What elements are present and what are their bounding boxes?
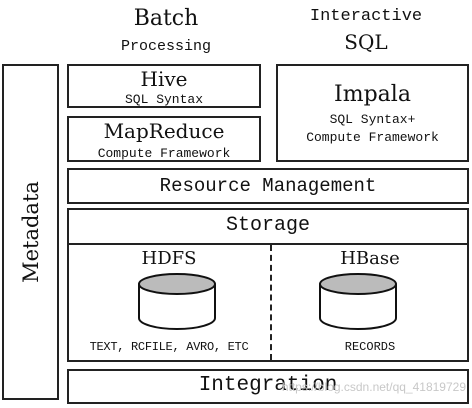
batch-header-subtitle: Processing bbox=[120, 38, 211, 55]
hdfs-database-icon bbox=[138, 273, 216, 330]
hdfs-formats: TEXT, RCFILE, AVRO, ETC bbox=[89, 340, 249, 354]
resource-management-title: Resource Management bbox=[159, 175, 377, 197]
mapreduce-title: MapReduce bbox=[103, 119, 225, 143]
mapreduce-subtitle: Compute Framework bbox=[97, 146, 231, 161]
hdfs-title: HDFS bbox=[141, 248, 197, 269]
metadata-label: Metadata bbox=[18, 181, 43, 283]
storage-dashed-divider bbox=[270, 245, 272, 360]
hbase-database-icon bbox=[319, 273, 397, 330]
hive-box: Hive SQL Syntax bbox=[67, 64, 261, 108]
metadata-box: Metadata bbox=[2, 64, 59, 400]
storage-title: Storage bbox=[225, 214, 310, 237]
storage-box: Storage HDFS TEXT, RCFILE, AVRO, ETC HBa… bbox=[67, 208, 469, 362]
hive-subtitle: SQL Syntax bbox=[124, 92, 203, 107]
hbase-formats: RECORDS bbox=[344, 340, 396, 354]
impala-box: Impala SQL Syntax+ Compute Framework bbox=[276, 64, 469, 162]
impala-line1: SQL Syntax+ bbox=[329, 112, 416, 127]
mapreduce-box: MapReduce Compute Framework bbox=[67, 116, 261, 162]
batch-header-title: Batch bbox=[133, 6, 199, 31]
resource-management-box: Resource Management bbox=[67, 168, 469, 204]
integration-box: Integration bbox=[67, 369, 469, 404]
impala-title: Impala bbox=[334, 82, 411, 107]
hbase-title: HBase bbox=[340, 248, 400, 269]
hive-title: Hive bbox=[140, 67, 188, 91]
watermark: https://blog.csdn.net/qq_41819729 bbox=[281, 380, 466, 394]
integration-title: Integration bbox=[198, 374, 338, 397]
interactive-header-subtitle: SQL bbox=[344, 30, 388, 54]
storage-divider bbox=[69, 243, 467, 245]
interactive-header-title: Interactive bbox=[309, 7, 423, 26]
impala-line2: Compute Framework bbox=[306, 130, 439, 145]
